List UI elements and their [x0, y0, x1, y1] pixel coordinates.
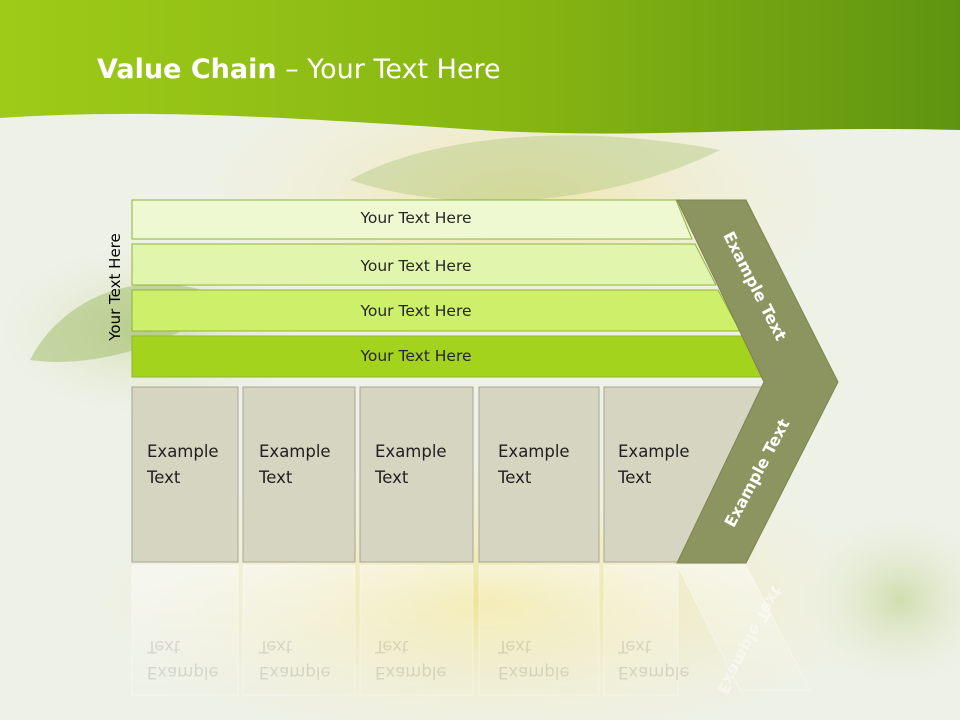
row-label-4: Your Text Here — [360, 347, 472, 365]
column-box-2 — [242, 386, 356, 563]
column-reflection-shape-3 — [359, 564, 474, 696]
column-box-1 — [131, 386, 239, 563]
row-label-3: Your Text Here — [360, 302, 472, 320]
slide-title: Value Chain – Your Text Here — [97, 54, 501, 85]
column-text-5-line1: Example — [618, 442, 690, 461]
column-reflection-shape-4 — [478, 564, 600, 696]
column-box-3 — [359, 386, 474, 563]
column-text-3-line2: Text — [375, 468, 409, 487]
column-text-4-line2: Text — [498, 468, 532, 487]
column-text-2-line2: Text — [259, 468, 293, 487]
row-bars — [131, 199, 765, 378]
column-text-5-line2: Text — [618, 468, 652, 487]
chevron-shape — [676, 199, 839, 564]
column-text-1: Example Text — [147, 439, 219, 491]
row-bar-2 — [131, 243, 717, 286]
column-text-4: Example Text — [498, 439, 570, 491]
column-text-1-line2: Text — [147, 468, 181, 487]
column-text-2-line1: Example — [259, 442, 331, 461]
column-reflection-shape-1 — [131, 564, 239, 696]
shape-reflections — [131, 564, 811, 696]
chevron-reflection-shape — [676, 564, 811, 691]
column-text-4-line1: Example — [498, 442, 570, 461]
column-text-2: Example Text — [259, 439, 331, 491]
column-text-3: Example Text — [375, 439, 447, 491]
column-reflection-shape-5 — [603, 564, 679, 696]
row-label-1: Your Text Here — [360, 209, 472, 227]
column-boxes — [131, 386, 763, 563]
column-text-1-line1: Example — [147, 442, 219, 461]
column-text-5: Example Text — [618, 439, 690, 491]
row-label-2: Your Text Here — [360, 257, 472, 275]
column-box-4 — [478, 386, 600, 563]
column-reflection-shape-2 — [242, 564, 356, 696]
title-bold: Value Chain — [97, 54, 277, 85]
row-bar-1 — [131, 199, 693, 240]
title-rest: – Your Text Here — [276, 54, 501, 85]
column-text-3-line1: Example — [375, 442, 447, 461]
